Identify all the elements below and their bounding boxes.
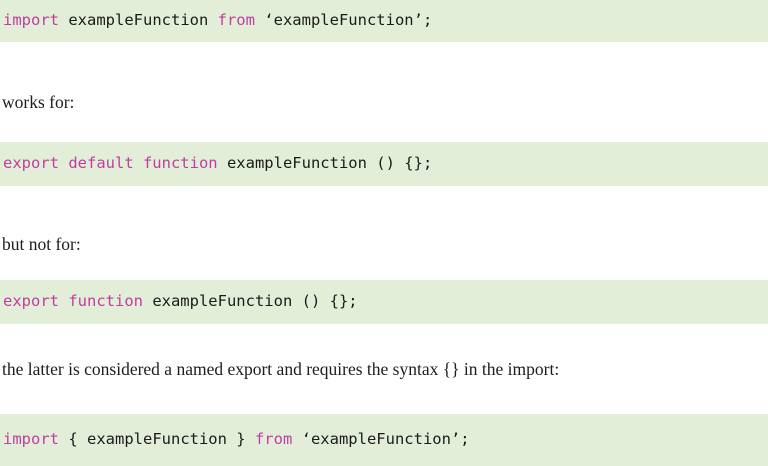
- named-export-explanation: the latter is considered a named export …: [2, 359, 560, 379]
- named-import-braces: { exampleFunction }: [59, 430, 255, 449]
- code-line-default-export: export default function exampleFunction …: [0, 156, 432, 172]
- code-line-named-export: export function exampleFunction () {};: [0, 294, 358, 310]
- keyword-export-default-function: export default function: [3, 154, 218, 173]
- module-specifier: ‘exampleFunction’;: [292, 430, 470, 449]
- code-line-named-import: import { exampleFunction } from ‘example…: [0, 432, 470, 448]
- function-declaration-body: exampleFunction () {};: [142, 292, 358, 311]
- works-for-label: works for:: [2, 92, 75, 112]
- keyword-import: import: [3, 11, 59, 30]
- identifier-example-function: exampleFunction: [59, 11, 218, 30]
- but-not-for-label: but not for:: [2, 234, 81, 254]
- code-block-named-import: import { exampleFunction } from ‘example…: [0, 414, 768, 466]
- keyword-export-function: export function: [3, 292, 143, 311]
- keyword-import: import: [3, 430, 59, 449]
- keyword-from: from: [254, 430, 293, 449]
- code-line-default-import: import exampleFunction from ‘exampleFunc…: [0, 13, 432, 29]
- module-specifier: ‘exampleFunction’;: [254, 11, 433, 30]
- keyword-from: from: [217, 11, 255, 30]
- code-block-named-export: export function exampleFunction () {};: [0, 280, 768, 324]
- function-declaration-body: exampleFunction () {};: [217, 154, 433, 173]
- code-block-default-export: export default function exampleFunction …: [0, 142, 768, 186]
- code-block-default-import: import exampleFunction from ‘exampleFunc…: [0, 0, 768, 42]
